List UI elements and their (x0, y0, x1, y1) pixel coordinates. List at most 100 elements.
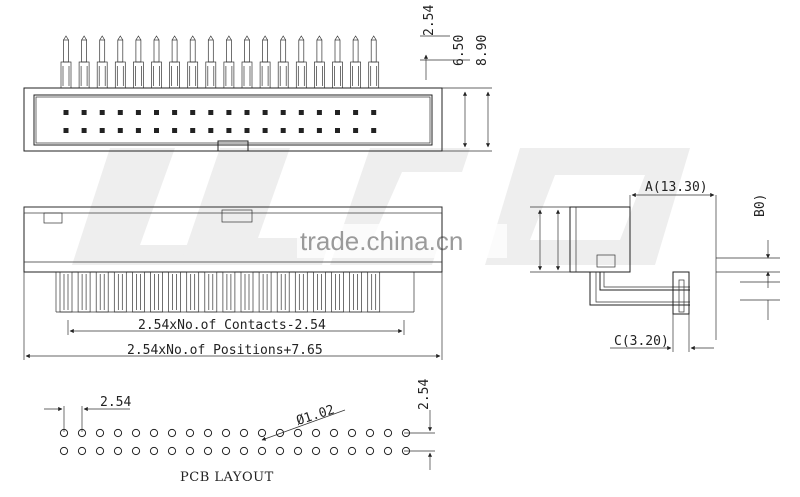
top-pin (352, 39, 359, 63)
top-contact (371, 128, 377, 133)
top-pin-shoulder (187, 61, 199, 89)
top-contact (81, 110, 87, 115)
top-body-inner-2 (35, 96, 431, 144)
front-pin (95, 271, 109, 313)
pcb-hole (239, 428, 249, 438)
top-contact (154, 128, 159, 133)
top-pin (226, 39, 232, 63)
top-contact (244, 110, 250, 115)
top-view: 2.54 6.50 8.90 (23, 5, 492, 152)
top-pin (81, 39, 87, 63)
top-pin (117, 39, 124, 63)
top-contact (226, 110, 232, 115)
dim-pin-pitch-label: 2.54 (422, 5, 437, 36)
pcb-hole (293, 446, 303, 456)
top-contact (335, 110, 340, 115)
top-contact (335, 128, 340, 133)
top-contact (99, 128, 105, 133)
top-pin-shoulder (295, 61, 307, 89)
top-pin-shoulder (223, 61, 235, 89)
front-pin (240, 271, 254, 313)
pcb-hole (221, 428, 231, 438)
top-contact (280, 128, 286, 133)
top-pin-shoulder (368, 61, 380, 89)
top-contact (63, 128, 69, 133)
top-pin (280, 39, 287, 63)
top-contact (262, 110, 268, 115)
dim-b-label: B0) (753, 194, 768, 217)
pcb-hole-grid (59, 428, 411, 456)
pcb-hole (257, 428, 267, 438)
top-body-outline (23, 87, 443, 152)
top-contact (208, 128, 214, 133)
front-pin (258, 271, 272, 313)
top-pin-shoulder (96, 61, 108, 89)
top-contact (135, 110, 141, 115)
pcb-hole (239, 446, 249, 456)
front-view: 2.54xNo.of Contacts-2.54 2.54xNo.of Posi… (23, 206, 443, 360)
front-pin (77, 271, 91, 313)
front-pin (294, 271, 308, 313)
front-latch-left (43, 212, 63, 224)
top-contact (262, 128, 268, 133)
dim-contacts-label: 2.54xNo.of Contacts-2.54 (138, 318, 326, 333)
pcb-hole (95, 446, 105, 456)
front-pin (186, 271, 200, 313)
pcb-layout: 2.54 2.54 Ø1.02 PCB LAYOUT (44, 379, 435, 485)
top-pin-shoulder (78, 61, 90, 89)
dim-body-height-label: 6.50 (452, 35, 467, 66)
top-contact (316, 110, 322, 115)
pcb-hole (131, 446, 141, 456)
pcb-hole (383, 428, 393, 438)
side-pin-lower (589, 272, 690, 306)
front-pin (168, 271, 181, 313)
top-pin (244, 39, 250, 63)
dim-positions-label: 2.54xNo.of Positions+7.65 (127, 343, 323, 358)
front-pin (331, 271, 344, 313)
top-pin (316, 39, 323, 63)
top-contact (117, 110, 123, 115)
front-pin-row (55, 271, 415, 313)
pcb-hole (365, 428, 375, 438)
front-key (221, 209, 253, 223)
pcb-hole (149, 446, 159, 456)
pcb-hole (275, 446, 285, 456)
top-contact (353, 128, 359, 133)
top-pin (63, 39, 69, 63)
front-pin (204, 271, 218, 313)
top-contact (208, 110, 214, 115)
dim-c-label: C(3.20) (614, 334, 669, 349)
pcb-hole (311, 446, 321, 456)
top-pin (334, 39, 341, 63)
top-pin-shoulder (205, 61, 217, 89)
top-body-inner (33, 94, 433, 146)
top-pin-shoulder (314, 61, 325, 89)
front-pin (349, 271, 362, 313)
side-pin-upper (599, 272, 690, 291)
pcb-hole (203, 428, 213, 438)
pcb-hole-label: Ø1.02 (295, 402, 337, 428)
pcb-hole (59, 446, 69, 456)
pcb-hole (275, 428, 285, 438)
pcb-pitch-v-label: 2.54 (417, 379, 432, 410)
watermark-site-text: trade.china.cn (300, 226, 463, 256)
pcb-hole (131, 428, 141, 438)
top-contact-grid (63, 110, 377, 133)
top-contact (280, 110, 286, 115)
top-contact (298, 128, 304, 133)
pcb-hole (347, 446, 357, 456)
top-pin (99, 39, 106, 63)
top-contact (244, 128, 250, 133)
top-pin-shoulder (332, 61, 343, 89)
top-pin-shoulder (277, 61, 289, 89)
top-pin-shoulder (241, 61, 253, 89)
top-pin-shoulder (114, 61, 126, 89)
pcb-hole (185, 446, 195, 456)
pcb-pitch-h-label: 2.54 (100, 395, 131, 410)
pcb-hole (365, 446, 375, 456)
pcb-layout-title: PCB LAYOUT (180, 470, 274, 485)
top-contact (99, 110, 105, 115)
pcb-hole (113, 446, 123, 456)
pcb-hole (167, 446, 177, 456)
